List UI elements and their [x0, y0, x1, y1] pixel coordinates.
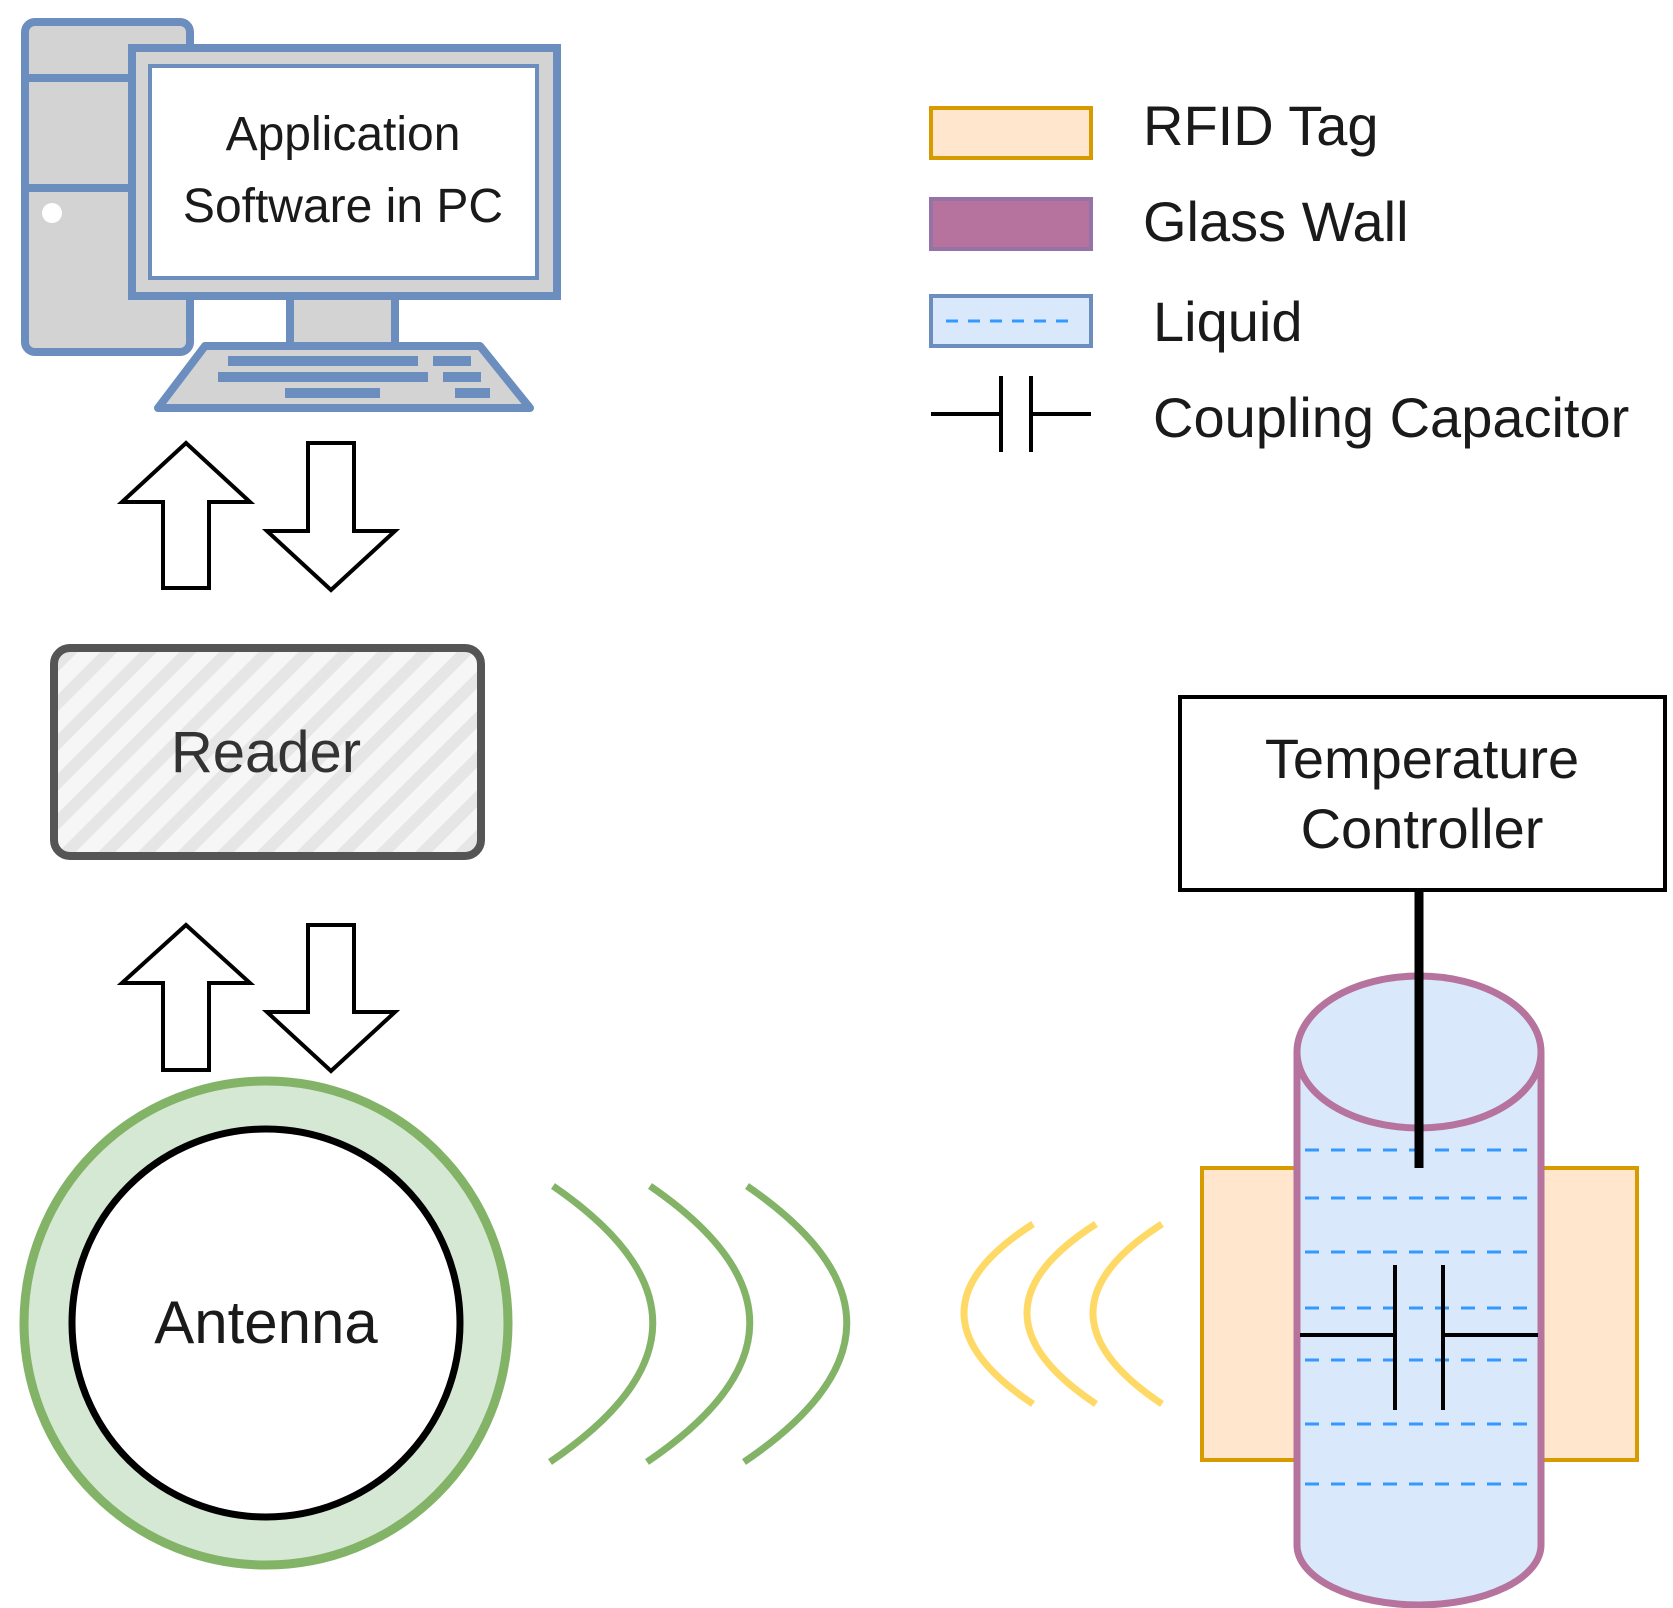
glass-cylinder — [1293, 890, 1545, 1608]
pc-label-line2: Software in PC — [183, 180, 503, 233]
rfid-tag-left — [1200, 1166, 1304, 1462]
temperature-controller-box: Temperature Controller — [1178, 695, 1667, 892]
antenna-label: Antenna — [154, 1289, 378, 1356]
temperature-controller-label-line1: Temperature — [1265, 727, 1579, 790]
up-arrow-icon — [116, 440, 256, 590]
legend-swatch-coupling-capacitor-icon — [931, 376, 1091, 452]
temperature-controller-label-line2: Controller — [1301, 797, 1544, 860]
antenna: Antenna — [19, 1076, 513, 1570]
coupling-capacitor-icon — [1300, 1265, 1538, 1410]
legend-label-glass-wall: Glass Wall — [1143, 190, 1409, 253]
legend-label-rfid-tag: RFID Tag — [1143, 94, 1378, 157]
legend-swatch-rfid-tag — [929, 106, 1093, 160]
legend: RFID Tag Glass Wall Liquid Coupling Capa… — [929, 94, 1629, 452]
pc-label-line1: Application — [226, 108, 461, 161]
reader-waves — [548, 1183, 851, 1465]
rfid-tag-right — [1535, 1166, 1639, 1462]
reader-box: Reader — [50, 644, 485, 860]
legend-swatch-glass-wall — [929, 197, 1093, 251]
reader-label: Reader — [171, 720, 361, 785]
down-arrow-icon — [261, 923, 401, 1074]
tag-waves — [960, 1221, 1164, 1407]
power-button-icon — [42, 203, 62, 223]
legend-label-liquid: Liquid — [1153, 290, 1302, 353]
pc-screen — [148, 64, 539, 280]
legend-label-coupling-capacitor: Coupling Capacitor — [1153, 386, 1629, 449]
down-arrow-icon — [261, 441, 401, 593]
pc-computer: Application Software in PC — [21, 18, 561, 412]
up-arrow-icon — [116, 922, 256, 1072]
